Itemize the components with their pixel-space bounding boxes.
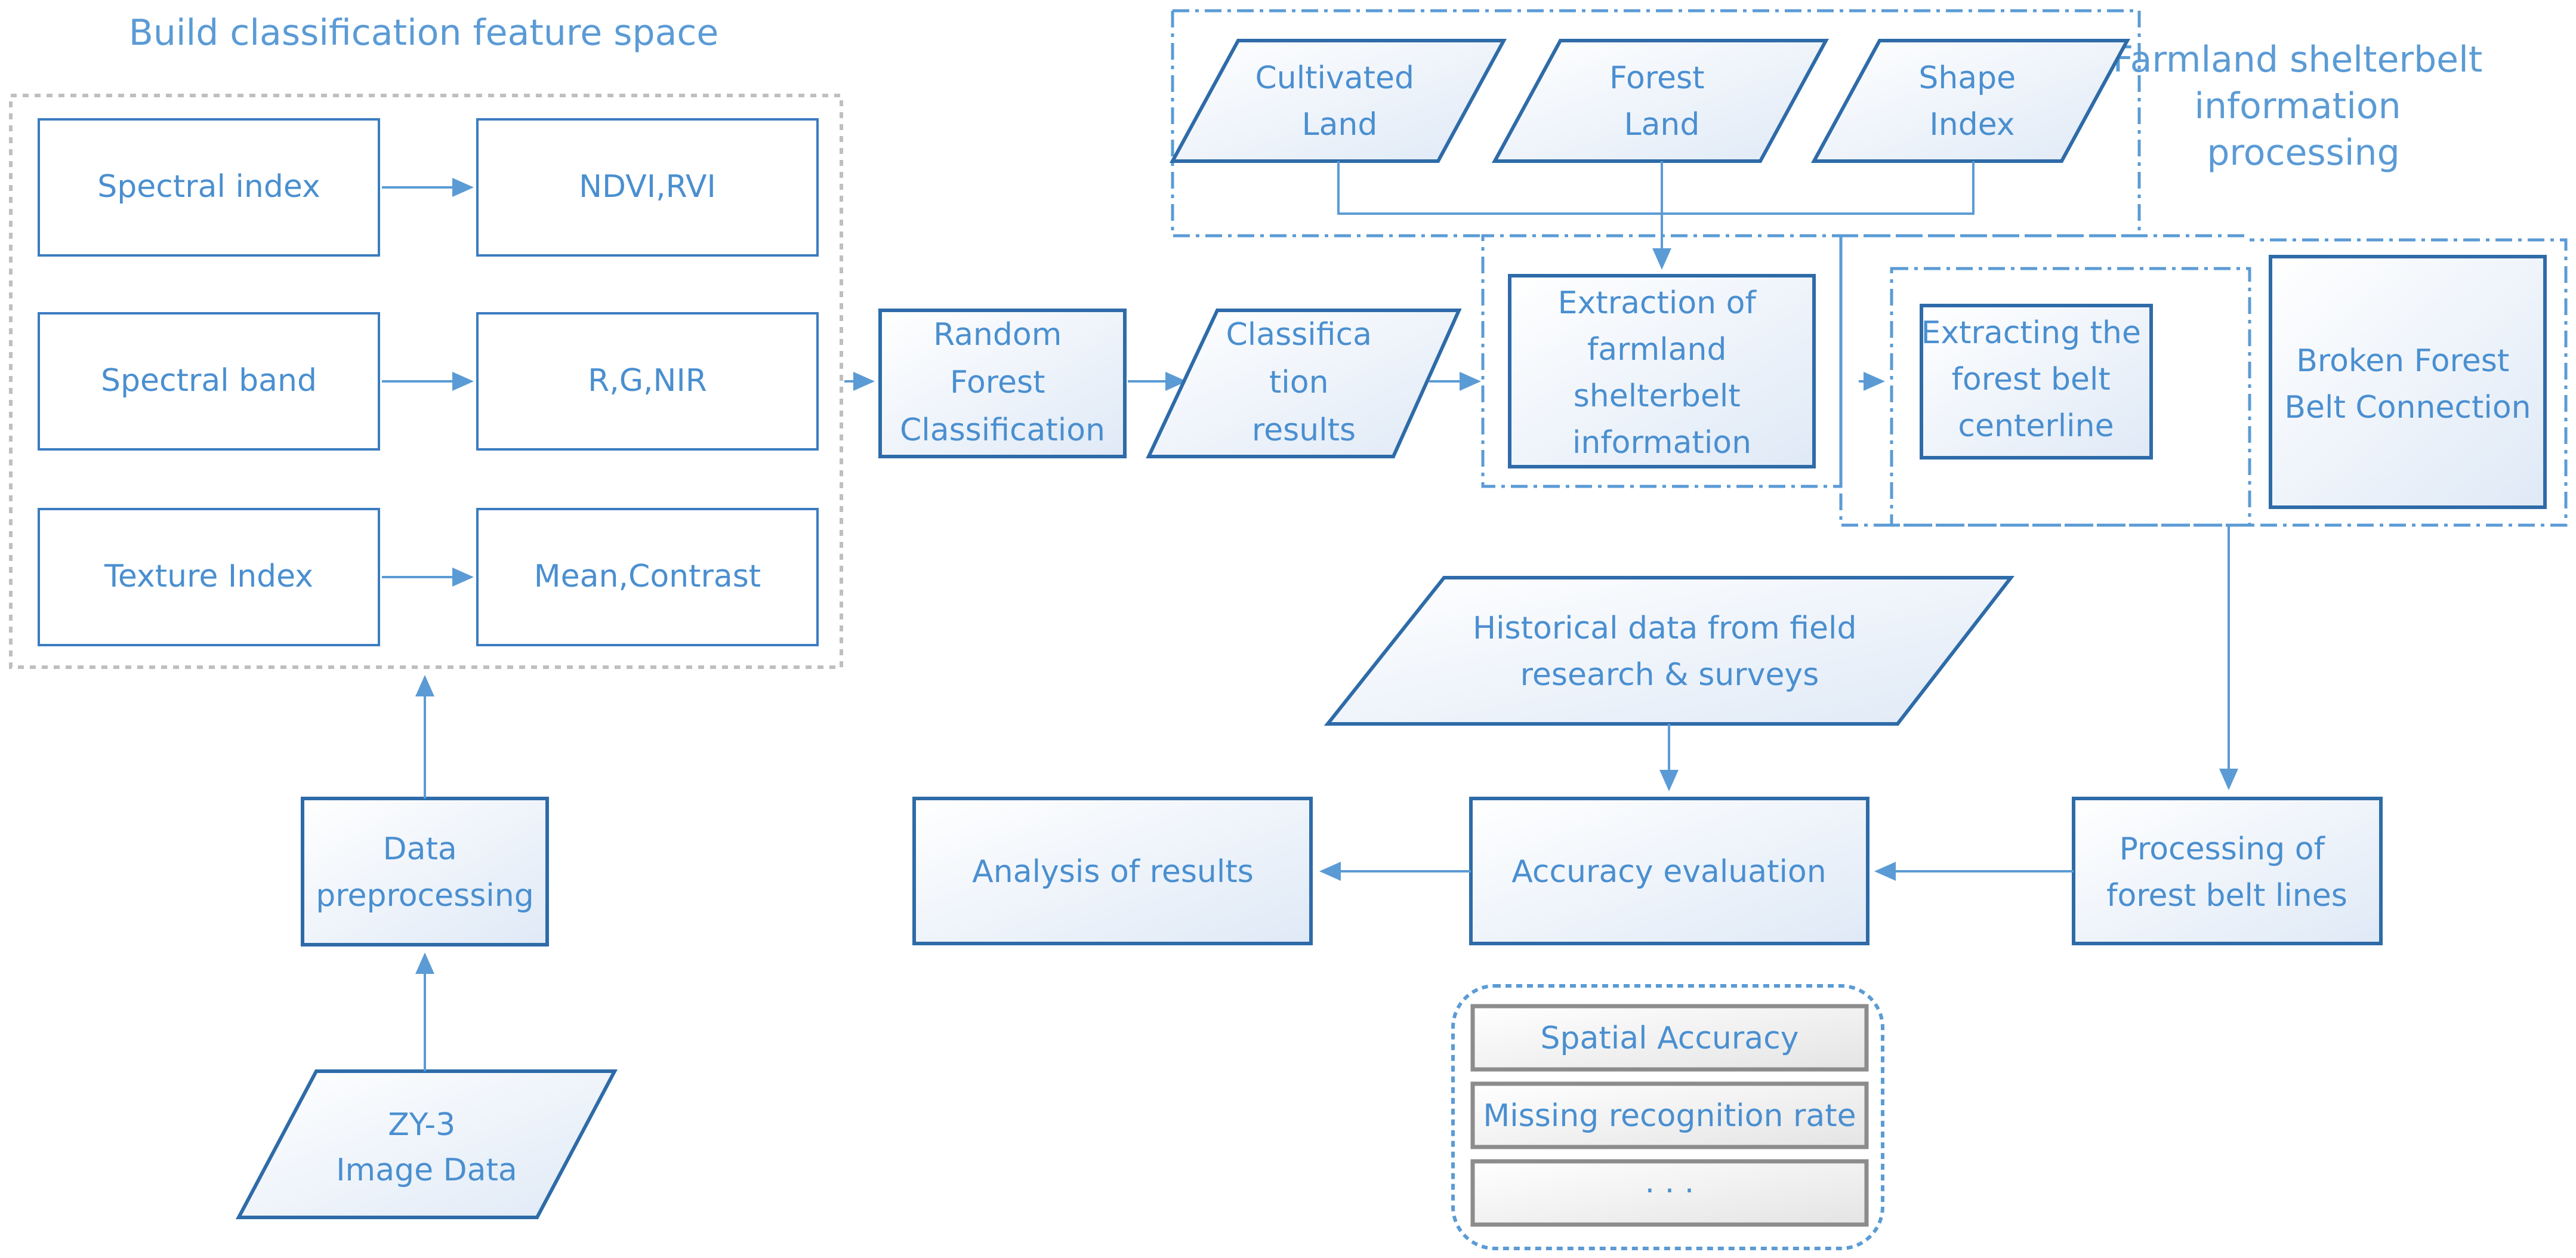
spectral-index-box [38, 118, 380, 257]
mean-contrast-label: Mean,Contrast [534, 559, 761, 594]
processing-lines-node [2072, 797, 2383, 945]
shelterbelt-processing-title: Farmland shelterbelt information process… [2113, 39, 2494, 174]
mean-contrast-box [476, 508, 819, 646]
zy3-image-data-node [236, 1069, 618, 1219]
metric-more-box [1470, 1159, 1869, 1227]
ndvi-rvi-box [476, 118, 819, 257]
metric-missing-recognition-label: Missing recognition rate [1483, 1098, 1856, 1134]
processing-group-inner [1890, 267, 2251, 527]
analysis-results-label: Analysis of results [972, 854, 1254, 890]
broken-connection-label: Broken Forest Belt Connection [2284, 343, 2531, 426]
ndvi-rvi-label: NDVI,RVI [579, 169, 716, 205]
processing-lines-label: Processing of forest belt lines [2106, 831, 2347, 914]
data-preprocessing-label: Data preprocessing [316, 831, 533, 914]
shape-index-node [1810, 39, 2131, 163]
processing-group-border [1839, 234, 2568, 527]
data-preprocessing-node [301, 797, 549, 946]
zy3-image-data-label: ZY-3 Image Data [336, 1107, 517, 1188]
historical-data-label: Historical data from field research & su… [1473, 610, 1867, 693]
cultivated-land-node [1169, 39, 1507, 163]
analysis-results-node [912, 797, 1313, 945]
texture-index-label: Texture Index [104, 559, 313, 594]
accuracy-evaluation-label: Accuracy evaluation [1511, 854, 1826, 890]
spectral-band-box [38, 312, 380, 451]
metric-spatial-accuracy-label: Spatial Accuracy [1541, 1020, 1799, 1056]
metrics-group [1451, 984, 1884, 1250]
extraction-node [1508, 274, 1816, 468]
feature-space-title: Build classification feature space [129, 12, 719, 54]
rgnir-label: R,G,NIR [588, 363, 707, 399]
metric-missing-recognition-box [1470, 1081, 1869, 1149]
metric-spatial-accuracy-box [1470, 1004, 1869, 1072]
accuracy-evaluation-node [1469, 797, 1869, 945]
forest-land-node [1491, 39, 1830, 163]
shape-index-label: Shape Index [1918, 60, 2025, 143]
broken-connection-node [2269, 255, 2547, 509]
random-forest-node [878, 309, 1127, 458]
centerline-label: Extracting the forest belt centerline [1921, 315, 2151, 444]
extraction-label: Extraction of farmland shelterbelt infor… [1558, 285, 1766, 461]
random-forest-label: Random Forest Classification [900, 317, 1105, 448]
texture-index-box [38, 508, 380, 646]
spectral-band-label: Spectral band [101, 363, 317, 399]
centerline-node [1920, 304, 2153, 460]
metric-more-label: · · · [1645, 1173, 1695, 1209]
rgnir-box [476, 312, 819, 451]
feature-space-group [9, 94, 843, 669]
classification-results-node [1146, 309, 1462, 458]
forest-land-label: Forest Land [1609, 60, 1714, 143]
classification-results-label: Classifica tion results [1226, 317, 1382, 448]
historical-data-node [1324, 576, 2015, 726]
connector-land-inputs [1337, 161, 1975, 215]
cultivated-land-label: Cultivated Land [1255, 60, 1424, 143]
spectral-index-label: Spectral index [97, 169, 320, 205]
